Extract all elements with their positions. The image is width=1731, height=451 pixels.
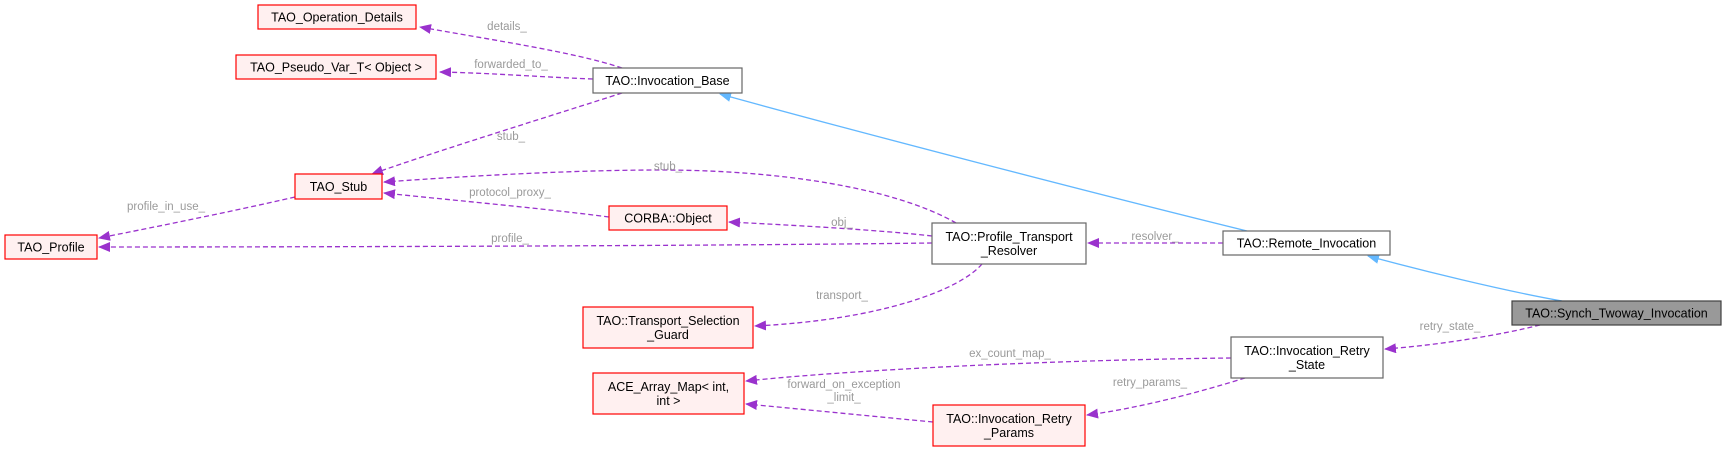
node-box bbox=[592, 67, 743, 94]
edge-protocol-proxy bbox=[383, 189, 610, 218]
node-box bbox=[592, 372, 745, 415]
node-profile-transport-resolver[interactable]: TAO::Profile_Transport_Resolver bbox=[931, 222, 1087, 265]
edge-ex-count-map bbox=[745, 357, 1232, 385]
node-label: TAO::Invocation_Retry_State bbox=[1244, 344, 1370, 372]
node-box bbox=[4, 234, 98, 260]
node-box bbox=[608, 205, 728, 231]
node-label: TAO::Transport_Selection_Guard bbox=[596, 314, 739, 342]
edge-label-stub-base: stub_ bbox=[497, 131, 526, 143]
node-invocation-base[interactable]: TAO::Invocation_Base bbox=[592, 67, 743, 94]
edge-stub-base bbox=[371, 92, 623, 176]
node-label: CORBA::Object bbox=[624, 212, 712, 226]
node-label: ACE_Array_Map< int,int > bbox=[608, 380, 729, 408]
node-box bbox=[1230, 336, 1384, 379]
node-label: TAO_Profile bbox=[17, 241, 84, 255]
node-pseudo-var[interactable]: TAO_Pseudo_Var_T< Object > bbox=[235, 54, 437, 80]
node-box bbox=[257, 4, 417, 30]
node-label: TAO_Pseudo_Var_T< Object > bbox=[250, 61, 422, 75]
node-box bbox=[932, 404, 1086, 447]
edge-label-profile-in-use: profile_in_use_ bbox=[127, 201, 206, 213]
node-label: TAO_Operation_Details bbox=[271, 11, 403, 25]
edge-forward-on-exception bbox=[745, 400, 934, 423]
node-synch-twoway[interactable]: TAO::Synch_Twoway_Invocation bbox=[1511, 300, 1722, 326]
node-box bbox=[1222, 230, 1391, 256]
edge-label-stub-resolver: stub_ bbox=[654, 161, 683, 173]
edge-inherit-base bbox=[719, 92, 1248, 232]
node-ace-array-map[interactable]: ACE_Array_Map< int,int > bbox=[592, 372, 745, 415]
edge-stub-resolver bbox=[383, 169, 957, 224]
edge-label-profile: profile_ bbox=[491, 233, 529, 245]
node-label: TAO::Synch_Twoway_Invocation bbox=[1525, 307, 1708, 321]
node-operation-details[interactable]: TAO_Operation_Details bbox=[257, 4, 417, 30]
edge-profile-in-use bbox=[98, 196, 296, 241]
node-box bbox=[294, 173, 383, 200]
edge-label-obj: obj_ bbox=[831, 217, 853, 229]
edge-profile bbox=[98, 241, 933, 252]
nodes-layer: TAO::Synch_Twoway_Invocation TAO::Remote_… bbox=[4, 4, 1722, 447]
edge-label-retry-state: retry_state_ bbox=[1420, 321, 1481, 333]
edge-label-ex-count-map: ex_count_map_ bbox=[969, 348, 1051, 360]
edge-label-resolver: resolver_ bbox=[1131, 231, 1179, 243]
edge-transport bbox=[754, 263, 983, 331]
edge-label-protocol-proxy: protocol_proxy_ bbox=[469, 187, 551, 199]
edge-label-transport: transport_ bbox=[816, 290, 868, 302]
node-remote-invocation[interactable]: TAO::Remote_Invocation bbox=[1222, 230, 1391, 256]
edge-label-forwarded-to: forwarded_to_ bbox=[474, 59, 548, 71]
edge-details bbox=[419, 24, 623, 69]
edge-retry-state bbox=[1384, 324, 1541, 354]
node-box bbox=[1511, 300, 1722, 326]
edge-inherit-remote bbox=[1367, 254, 1563, 302]
node-box bbox=[931, 222, 1087, 265]
edge-forwarded-to bbox=[439, 67, 594, 80]
edge-label-details: details_ bbox=[487, 21, 527, 33]
edge-label-retry-params: retry_params_ bbox=[1113, 377, 1188, 389]
edge-obj bbox=[728, 217, 933, 237]
edge-retry-params bbox=[1086, 377, 1246, 419]
node-box bbox=[235, 54, 437, 80]
edges-layer bbox=[98, 24, 1563, 423]
edge-label-forward-on-exception: forward_on_exception_limit_ bbox=[787, 379, 900, 404]
node-label: TAO::Profile_Transport_Resolver bbox=[945, 230, 1073, 258]
edge-labels-layer: details_ forwarded_to_ stub_ stub_ protocol_… bbox=[127, 21, 1481, 404]
node-invocation-retry-state[interactable]: TAO::Invocation_Retry_State bbox=[1230, 336, 1384, 379]
node-box bbox=[582, 306, 754, 349]
node-corba-object[interactable]: CORBA::Object bbox=[608, 205, 728, 231]
node-invocation-retry-params[interactable]: TAO::Invocation_Retry_Params bbox=[932, 404, 1086, 447]
node-label: TAO_Stub bbox=[310, 180, 367, 194]
node-label: TAO::Invocation_Base bbox=[605, 74, 729, 88]
node-label: TAO::Remote_Invocation bbox=[1237, 237, 1376, 251]
node-label: TAO::Invocation_Retry_Params bbox=[946, 412, 1072, 440]
node-tao-profile[interactable]: TAO_Profile bbox=[4, 234, 98, 260]
node-tao-stub[interactable]: TAO_Stub bbox=[294, 173, 383, 200]
node-transport-selection-guard[interactable]: TAO::Transport_Selection_Guard bbox=[582, 306, 754, 349]
